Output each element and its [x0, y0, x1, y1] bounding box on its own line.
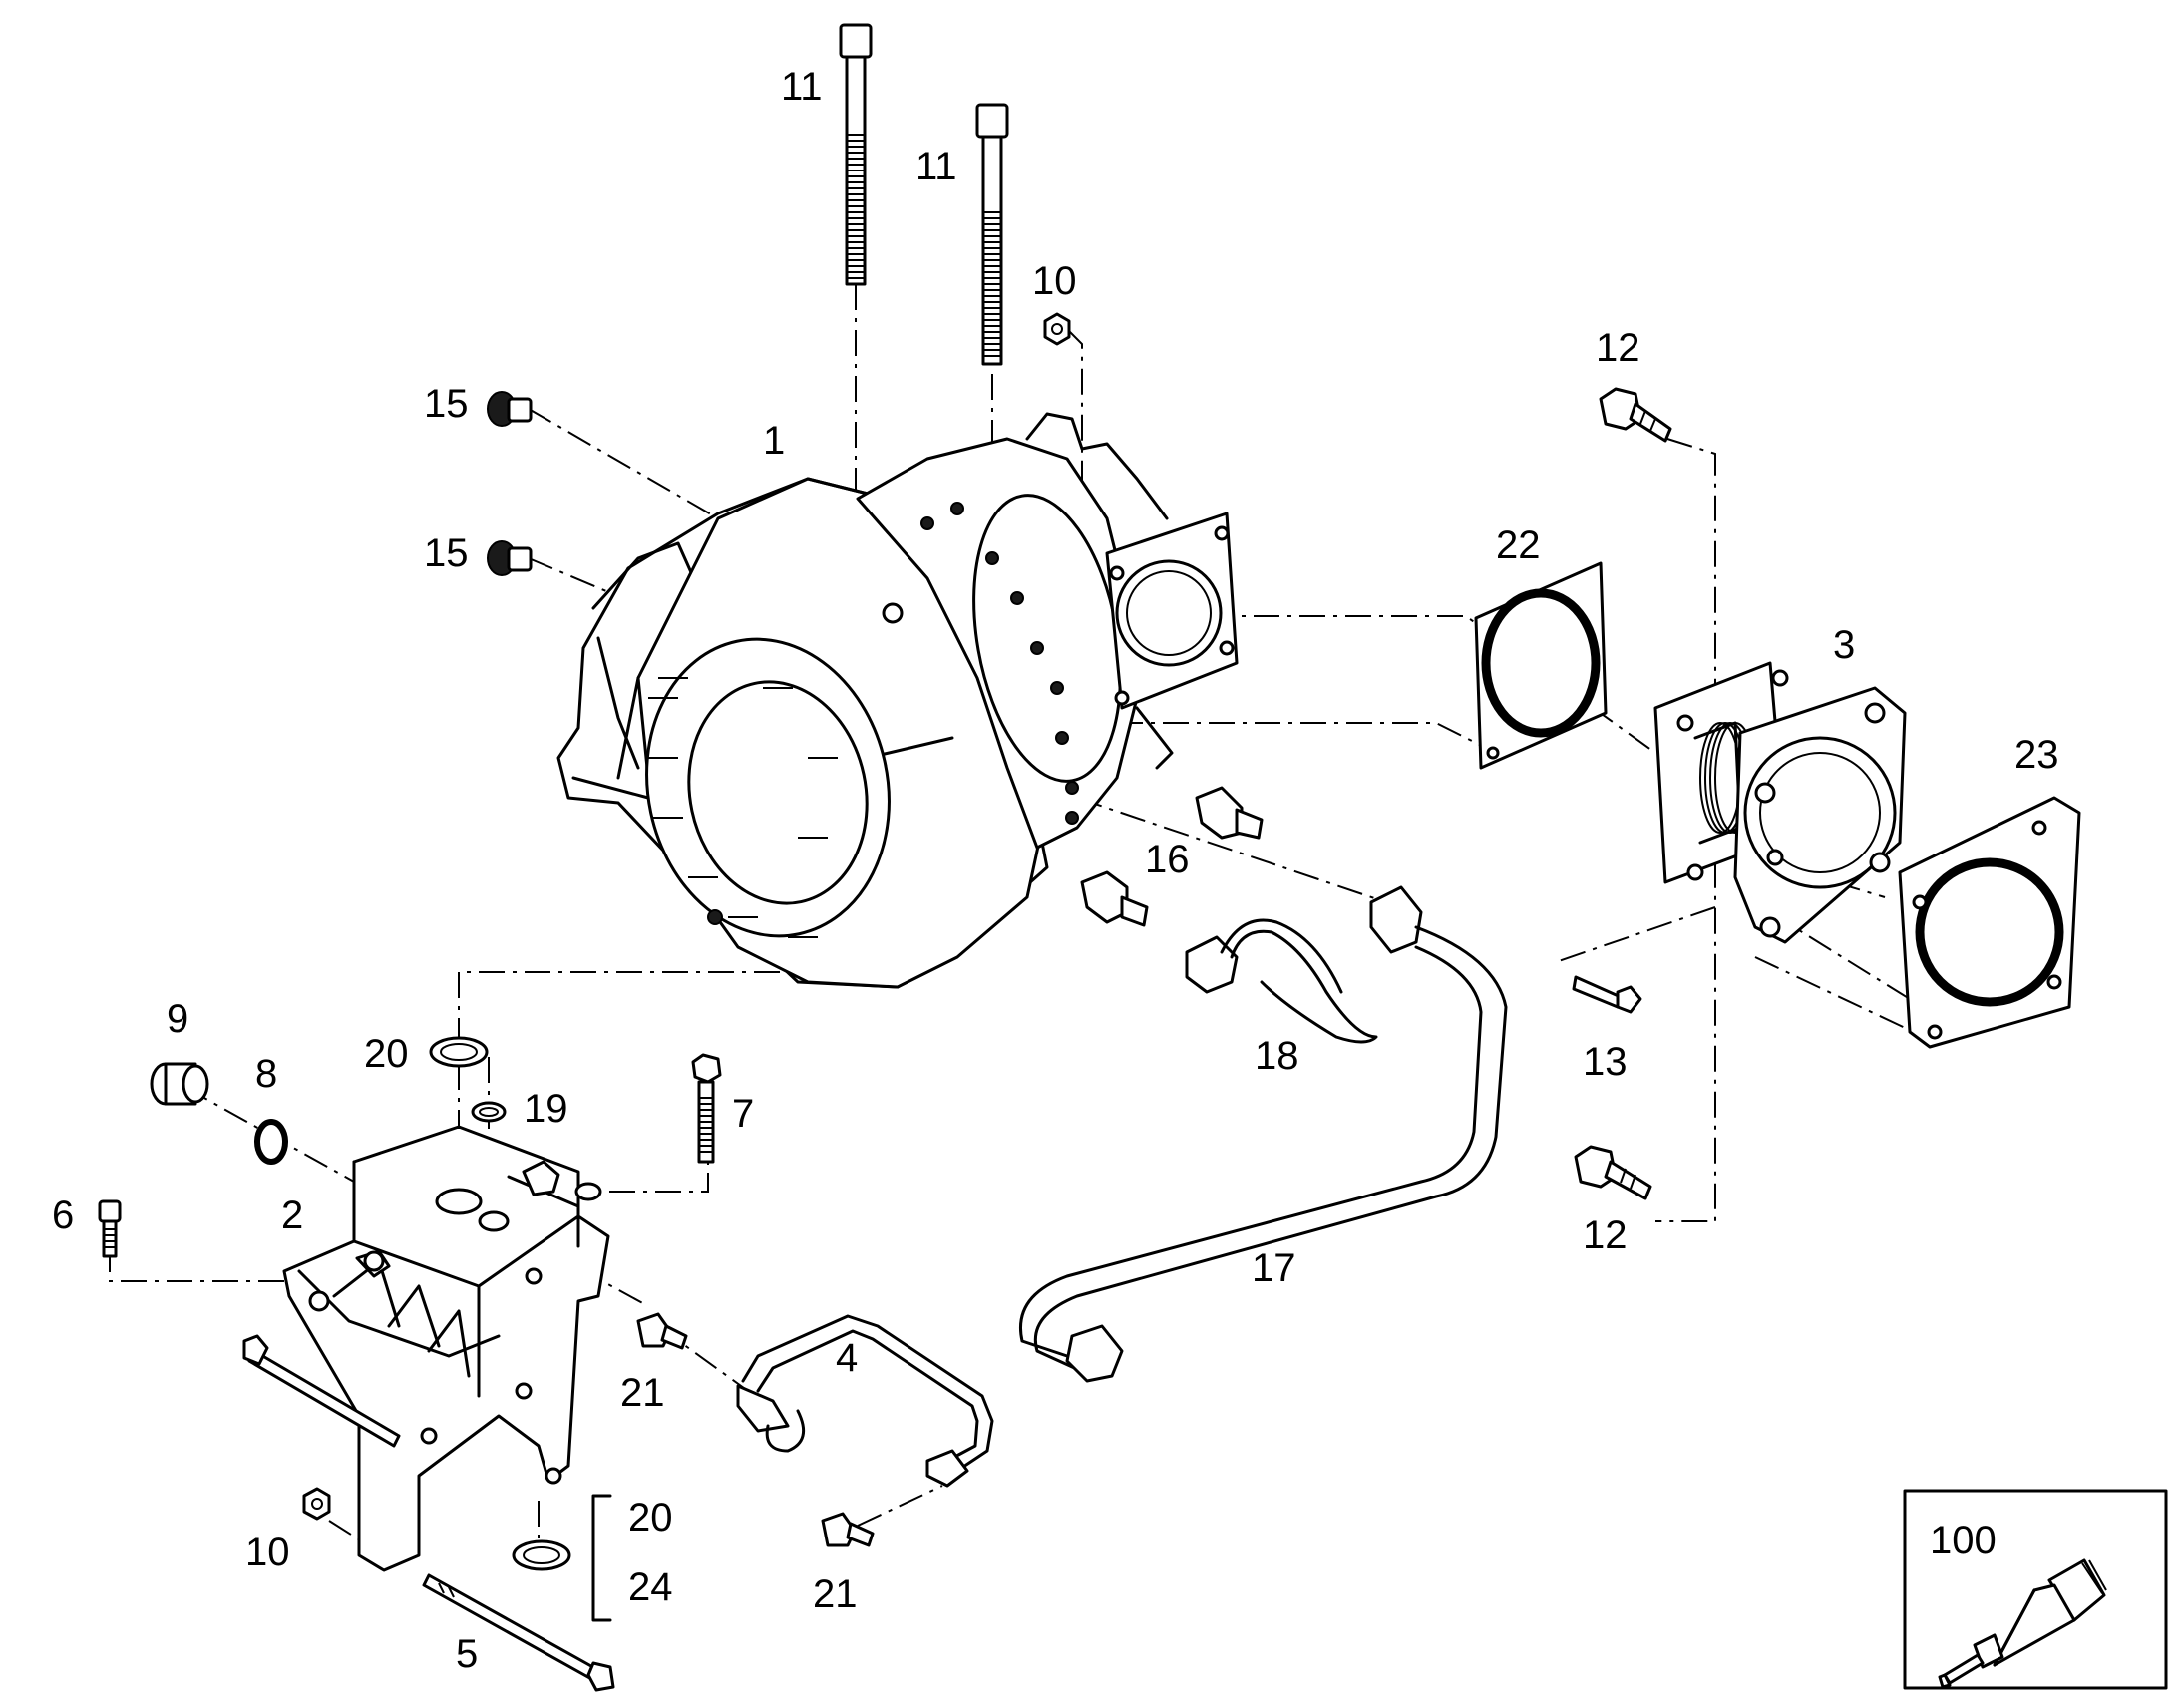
screw-6 [98, 1199, 122, 1258]
callout-12a: 12 [1596, 326, 1640, 370]
callout-20a: 20 [364, 1032, 409, 1076]
bushing-9 [150, 1062, 209, 1106]
seal-19 [471, 1101, 507, 1123]
callout-8: 8 [255, 1052, 277, 1096]
nut-10-bottom [302, 1487, 331, 1521]
callout-11a: 11 [781, 65, 823, 109]
callout-24: 24 [628, 1565, 673, 1609]
stud-5 [242, 1334, 615, 1692]
seal-20-top [429, 1036, 489, 1068]
callout-10b: 10 [245, 1531, 290, 1574]
callout-23: 23 [2014, 733, 2059, 777]
callout-4: 4 [836, 1336, 858, 1380]
bolt-12-top [1599, 387, 1672, 443]
callout-5: 5 [456, 1632, 478, 1676]
oil-pipe-4 [736, 1314, 994, 1488]
bolt-12-bottom [1574, 1145, 1652, 1200]
callout-6: 6 [52, 1194, 74, 1237]
turbocharger-assembly [556, 412, 1239, 989]
nut-10-top [1043, 312, 1071, 346]
plug-15b [487, 540, 533, 576]
bracket-2 [282, 1125, 610, 1572]
gasket-22 [1474, 561, 1608, 770]
callout-13: 13 [1583, 1040, 1628, 1084]
callout-16: 16 [1145, 838, 1190, 881]
seal-20-bottom [512, 1539, 571, 1571]
callout-1: 1 [763, 419, 785, 463]
plug-15a [487, 391, 533, 427]
callout-17: 17 [1252, 1246, 1296, 1290]
ring-8 [254, 1119, 288, 1165]
oil-pipe-18 [1185, 918, 1378, 1044]
fitting-21a [636, 1312, 688, 1350]
callout-21a: 21 [620, 1371, 665, 1415]
callout-100: 100 [1930, 1519, 1997, 1562]
long-bolt-11b [975, 103, 1009, 366]
bolt-7 [691, 1053, 722, 1164]
fitting-16b [1080, 870, 1149, 927]
callout-12b: 12 [1583, 1213, 1628, 1257]
callout-11b: 11 [915, 145, 957, 188]
flange-3 [1653, 661, 1907, 944]
long-bolt-11a [839, 23, 873, 286]
callout-21b: 21 [813, 1572, 858, 1616]
callout-labels: 1 2 3 4 5 6 7 8 9 10 10 11 11 12 12 13 1… [52, 65, 2059, 1676]
gasket-23 [1898, 796, 2081, 1049]
callout-2: 2 [281, 1194, 303, 1237]
callout-19: 19 [524, 1087, 568, 1131]
fitting-16a [1195, 786, 1264, 840]
callout-9: 9 [167, 997, 188, 1041]
fitting-21b [821, 1512, 875, 1547]
callout-3: 3 [1833, 623, 1855, 667]
callout-15a: 15 [424, 382, 469, 426]
callout-18: 18 [1255, 1034, 1299, 1078]
callout-15b: 15 [424, 531, 469, 575]
callout-bracket-20-24 [591, 1494, 612, 1622]
bolt-13 [1572, 975, 1642, 1014]
callout-10a: 10 [1032, 259, 1077, 303]
oil-pipe-17 [1019, 885, 1508, 1383]
sealant-box-100 [1903, 1489, 2168, 1690]
callout-20b: 20 [628, 1496, 673, 1539]
callout-7: 7 [732, 1092, 754, 1136]
callout-22: 22 [1496, 523, 1541, 567]
